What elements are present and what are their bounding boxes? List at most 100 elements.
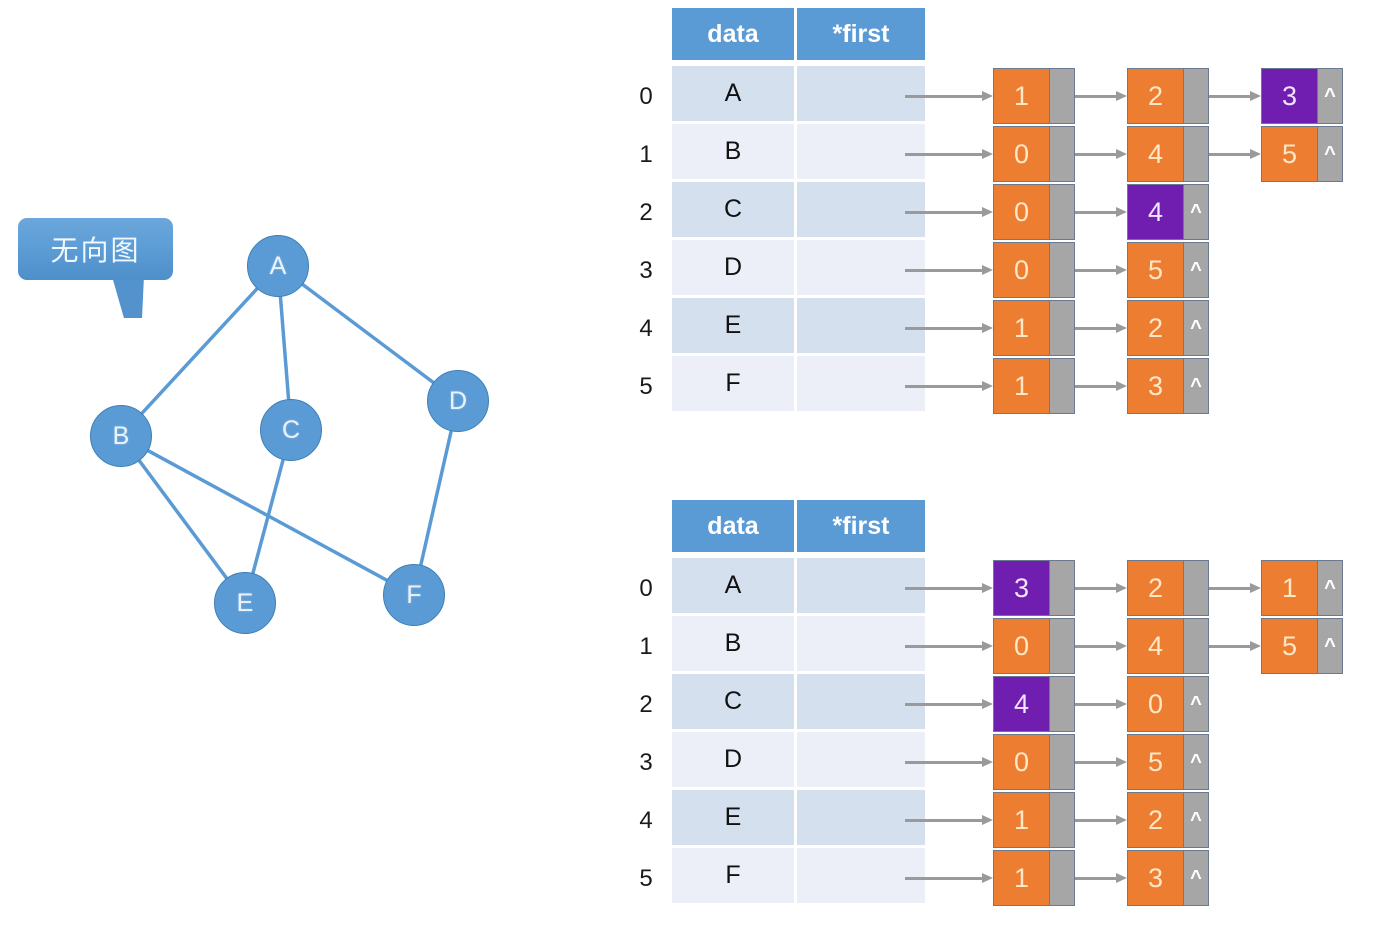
arrow-head: [1116, 91, 1127, 101]
list-node-next-pointer: [1050, 851, 1074, 905]
list-node[interactable]: 1: [993, 792, 1075, 848]
arrow-head: [982, 381, 993, 391]
list-node-value: 4: [994, 677, 1050, 731]
list-node[interactable]: 5^: [1261, 618, 1343, 674]
list-node-value: 0: [994, 127, 1050, 181]
arrow-shaft: [1075, 703, 1116, 706]
table-row[interactable]: B: [672, 124, 925, 179]
arrow-shaft: [1075, 327, 1116, 330]
list-node[interactable]: 1: [993, 358, 1075, 414]
table-row[interactable]: E: [672, 298, 925, 353]
cell-data: F: [672, 848, 794, 903]
list-node-next-pointer: ^: [1184, 185, 1208, 239]
list-node[interactable]: 5^: [1127, 734, 1209, 790]
list-node[interactable]: 3^: [1127, 850, 1209, 906]
list-node-value: 2: [1128, 561, 1184, 615]
list-node[interactable]: 4: [1127, 618, 1209, 674]
graph-node-c[interactable]: C: [260, 399, 322, 461]
list-node[interactable]: 2: [1127, 68, 1209, 124]
linked-list-row: 1 2^: [625, 300, 1385, 358]
list-node[interactable]: 2^: [1127, 792, 1209, 848]
list-node-value: 4: [1128, 185, 1184, 239]
table-row[interactable]: D: [672, 732, 925, 787]
list-node[interactable]: 3: [993, 560, 1075, 616]
list-node-next-pointer: ^: [1184, 793, 1208, 847]
arrow-head: [1116, 873, 1127, 883]
list-node[interactable]: 2^: [1127, 300, 1209, 356]
list-node-value: 3: [1128, 851, 1184, 905]
arrow-shaft: [1209, 153, 1250, 156]
arrow-head: [1250, 91, 1261, 101]
list-node-value: 3: [1262, 69, 1318, 123]
list-node-value: 1: [994, 301, 1050, 355]
arrow-shaft: [905, 703, 982, 706]
table-row[interactable]: D: [672, 240, 925, 295]
list-node[interactable]: 0: [993, 126, 1075, 182]
graph-edge-CE: [250, 457, 286, 576]
arrow-head: [1116, 583, 1127, 593]
list-node[interactable]: 5^: [1261, 126, 1343, 182]
list-node-next-pointer: [1184, 127, 1208, 181]
callout-label: 无向图: [18, 218, 173, 280]
graph-node-e[interactable]: E: [214, 572, 276, 634]
list-node-value: 1: [994, 793, 1050, 847]
arrow-head: [1116, 265, 1127, 275]
table-row[interactable]: F: [672, 848, 925, 903]
list-node[interactable]: 0^: [1127, 676, 1209, 732]
graph-node-f[interactable]: F: [383, 564, 445, 626]
list-node[interactable]: 5^: [1127, 242, 1209, 298]
list-node-value: 1: [994, 851, 1050, 905]
cell-data: B: [672, 124, 794, 179]
graph-edge-AC: [278, 294, 291, 402]
row-index: 0: [639, 575, 653, 602]
list-node[interactable]: 3^: [1127, 358, 1209, 414]
list-node[interactable]: 4: [993, 676, 1075, 732]
list-node-value: 2: [1128, 793, 1184, 847]
list-node-value: 0: [994, 619, 1050, 673]
table-row[interactable]: C: [672, 674, 925, 729]
list-node[interactable]: 1: [993, 850, 1075, 906]
list-node[interactable]: 1^: [1261, 560, 1343, 616]
arrow-shaft: [905, 211, 982, 214]
linked-list-row: 0 4 5^: [625, 126, 1385, 184]
row-index: 0: [639, 83, 653, 110]
list-node-next-pointer: [1050, 185, 1074, 239]
graph-node-a[interactable]: A: [247, 235, 309, 297]
arrow-head: [982, 757, 993, 767]
table-row[interactable]: A: [672, 558, 925, 613]
list-node[interactable]: 1: [993, 300, 1075, 356]
list-node[interactable]: 0: [993, 184, 1075, 240]
list-node-next-pointer: [1050, 69, 1074, 123]
list-node[interactable]: 0: [993, 242, 1075, 298]
list-node-value: 4: [1128, 127, 1184, 181]
list-node-value: 1: [994, 69, 1050, 123]
table-row[interactable]: C: [672, 182, 925, 237]
table-header: data*first: [672, 8, 925, 60]
arrow-shaft: [1075, 211, 1116, 214]
column-header-first: *first: [797, 500, 925, 552]
cell-first-pointer: [797, 240, 925, 295]
graph-node-d[interactable]: D: [427, 370, 489, 432]
graph-node-b[interactable]: B: [90, 405, 152, 467]
table-row[interactable]: B: [672, 616, 925, 671]
arrow-shaft: [1075, 385, 1116, 388]
graph-edge-DF: [418, 428, 454, 568]
table-row[interactable]: A: [672, 66, 925, 121]
list-node-value: 0: [994, 735, 1050, 789]
arrow-head: [1250, 583, 1261, 593]
list-node[interactable]: 0: [993, 734, 1075, 790]
list-node[interactable]: 2: [1127, 560, 1209, 616]
row-index: 4: [639, 807, 653, 834]
list-node[interactable]: 3^: [1261, 68, 1343, 124]
table-row[interactable]: E: [672, 790, 925, 845]
list-node[interactable]: 1: [993, 68, 1075, 124]
table-row[interactable]: F: [672, 356, 925, 411]
list-node[interactable]: 4: [1127, 126, 1209, 182]
list-node[interactable]: 0: [993, 618, 1075, 674]
list-node[interactable]: 4^: [1127, 184, 1209, 240]
list-node-next-pointer: ^: [1184, 735, 1208, 789]
arrow-shaft: [1209, 95, 1250, 98]
